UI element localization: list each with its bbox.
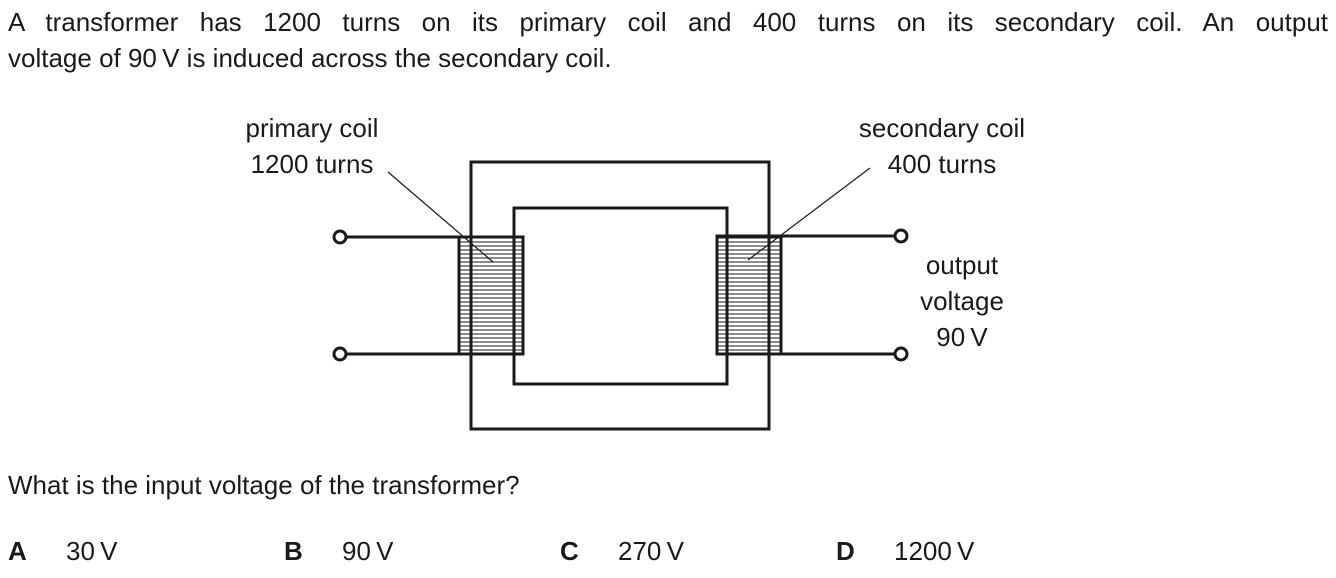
primary-label-leader — [387, 171, 494, 263]
primary-coil — [457, 235, 525, 356]
input-terminal-bottom — [332, 346, 348, 362]
secondary-coil-label-turns: 400 turns — [887, 149, 997, 179]
output-voltage-label-value: 90 V — [936, 322, 988, 352]
primary-coil-label: primary coil 1200 turns — [212, 110, 412, 182]
output-terminal-top — [893, 228, 909, 244]
option-a[interactable]: A 30 V — [8, 533, 117, 569]
secondary-label-leader — [747, 167, 871, 261]
option-b-letter: B — [284, 536, 303, 566]
output-voltage-label-line-1: output — [925, 250, 999, 280]
output-voltage-label: output voltage 90 V — [902, 247, 1022, 355]
option-a-text: 30 V — [66, 536, 118, 566]
option-b[interactable]: B 90 V — [284, 533, 393, 569]
option-d-letter: D — [836, 536, 855, 566]
secondary-coil — [715, 234, 783, 356]
output-voltage-label-line-2: voltage — [920, 286, 1004, 316]
input-terminal-top — [332, 229, 348, 245]
primary-coil-label-turns: 1200 turns — [250, 149, 374, 179]
output-terminal-bottom — [893, 346, 909, 362]
option-d-text: 1200 V — [894, 536, 975, 566]
question-intro: A transformer has 1200 turns on its prim… — [8, 4, 1328, 76]
option-b-text: 90 V — [342, 536, 394, 566]
question-intro-line-2: voltage of 90 V is induced across the se… — [8, 43, 612, 73]
question-prompt: What is the input voltage of the transfo… — [8, 470, 520, 500]
option-a-letter: A — [8, 536, 27, 566]
option-c[interactable]: C 270 V — [560, 533, 684, 569]
secondary-coil-label-name: secondary coil — [858, 113, 1026, 143]
question-intro-line-1: A transformer has 1200 turns on its prim… — [8, 7, 1328, 37]
core-inner-outline — [512, 206, 729, 386]
option-c-letter: C — [560, 536, 579, 566]
option-c-text: 270 V — [618, 536, 684, 566]
option-d[interactable]: D 1200 V — [836, 533, 974, 569]
primary-coil-label-name: primary coil — [245, 113, 379, 143]
secondary-coil-label: secondary coil 400 turns — [832, 110, 1052, 182]
